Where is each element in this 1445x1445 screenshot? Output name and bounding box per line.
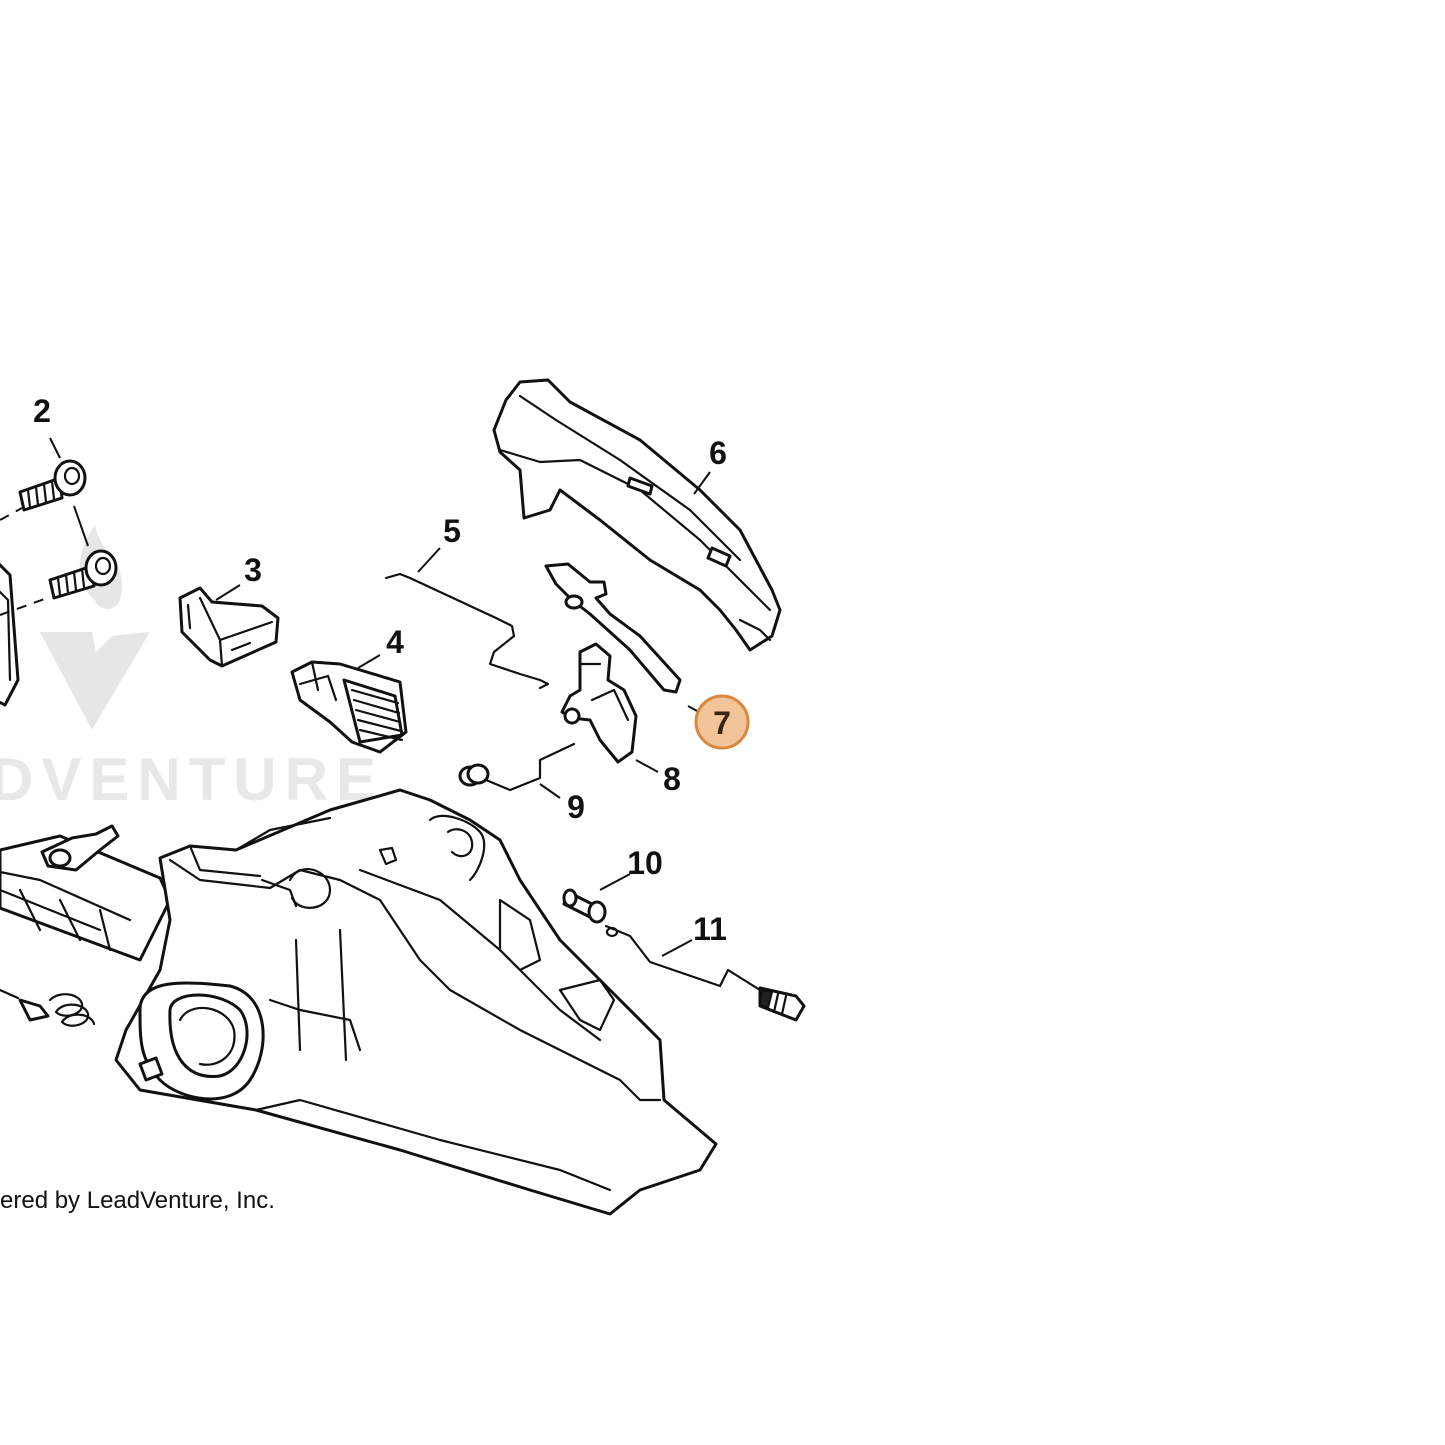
- watermark-text: DVENTURE: [0, 746, 384, 813]
- callout-6[interactable]: 6: [709, 435, 727, 471]
- leader-8: [635, 759, 659, 773]
- chain-bar-part: [0, 824, 172, 962]
- highlight-circle: [694, 694, 750, 750]
- spring-part-9[interactable]: [458, 742, 576, 792]
- screw-part-2a[interactable]: [18, 459, 87, 512]
- leader-10: [599, 873, 631, 891]
- callout-5[interactable]: 5: [443, 513, 461, 549]
- leader-9: [539, 783, 561, 799]
- callout-4[interactable]: 4: [386, 624, 404, 660]
- callout-11[interactable]: 11: [693, 911, 727, 947]
- leader-6: [693, 471, 711, 495]
- callout-8[interactable]: 8: [663, 761, 681, 797]
- credit-text: ered by LeadVenture, Inc.: [0, 1187, 275, 1214]
- handle-cover-part-6[interactable]: [492, 378, 782, 652]
- leader-4: [357, 654, 381, 669]
- rod-part-5[interactable]: [384, 572, 550, 690]
- main-housing-part: [114, 788, 718, 1216]
- bracket-part-3[interactable]: [178, 586, 280, 668]
- leader-5: [417, 547, 441, 573]
- rod-part-11[interactable]: [604, 924, 806, 1022]
- spring-left-part: [0, 988, 96, 1027]
- leader-2a: [49, 437, 61, 459]
- grille-part-4[interactable]: [290, 660, 408, 754]
- callout-3[interactable]: 3: [244, 552, 262, 588]
- callout-7-highlight[interactable]: 7: [694, 694, 750, 750]
- screw-part-2b[interactable]: [48, 549, 118, 600]
- leader-2b: [73, 505, 89, 547]
- pin-part-10[interactable]: [562, 888, 619, 938]
- lever-part-7[interactable]: [544, 562, 682, 694]
- side-plate-part: [0, 562, 20, 707]
- callout-10[interactable]: 10: [627, 845, 663, 881]
- leader-11: [661, 939, 693, 957]
- callout-7[interactable]: 7: [713, 705, 731, 741]
- callout-2[interactable]: 2: [33, 393, 51, 429]
- leader-3: [215, 584, 241, 601]
- trigger-part-8[interactable]: [560, 642, 638, 764]
- callout-9[interactable]: 9: [567, 789, 585, 825]
- watermark-logo: DVENTURE: [0, 525, 384, 813]
